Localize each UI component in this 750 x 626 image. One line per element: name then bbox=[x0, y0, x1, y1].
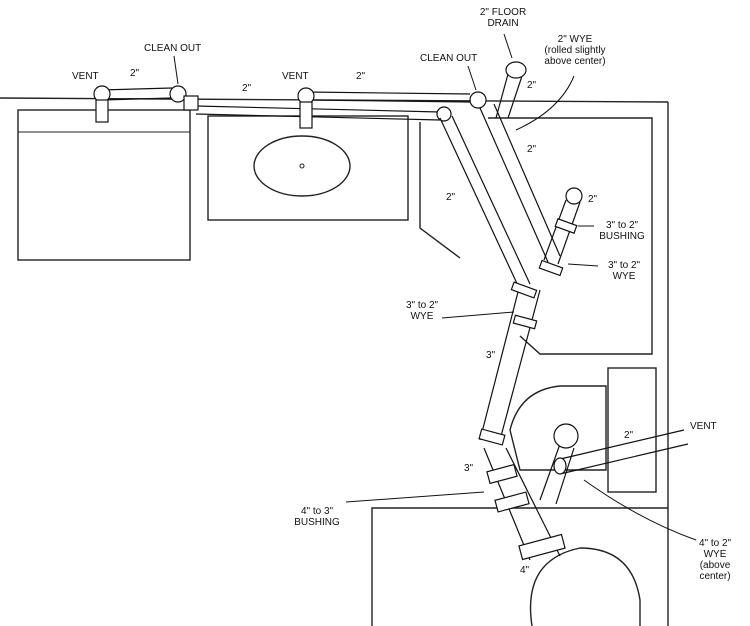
vent-left-label: VENT bbox=[72, 71, 99, 82]
wye-4-2-label: 4" to 2" WYE (above center) bbox=[688, 538, 742, 582]
wye-3-2-right-label: 3" to 2" WYE bbox=[600, 260, 648, 282]
annotation-arrows bbox=[173, 33, 697, 541]
floor-drain-label-line2: DRAIN bbox=[487, 18, 519, 29]
size-top-left-label: 2" bbox=[130, 68, 140, 79]
wye-rolled-label: 2" WYE (rolled slightly above center) bbox=[534, 34, 616, 67]
floor-drain-label-line1: 2" FLOOR bbox=[479, 7, 527, 18]
wye-rolled-label-line2: (rolled slightly bbox=[544, 45, 606, 56]
size-vent-right-label: 2" bbox=[624, 430, 634, 441]
main-drain-stack bbox=[439, 61, 689, 561]
size-branch-top-label: 2" bbox=[588, 194, 598, 205]
sink-bowl bbox=[253, 135, 351, 197]
size-3-upper-label: 3" bbox=[486, 350, 496, 361]
top-pipe-run bbox=[93, 85, 487, 129]
size-diag-left-label: 2" bbox=[446, 192, 456, 203]
wye-rolled-label-line1: 2" WYE bbox=[557, 34, 593, 45]
wye-4-2-label-line4: center) bbox=[699, 571, 731, 582]
wye-3-2-left-label: 3" to 2" WYE bbox=[398, 300, 446, 322]
bushing-3-2-label: 3" to 2" BUSHING bbox=[594, 220, 650, 242]
size-mid-left-label: 2" bbox=[242, 83, 252, 94]
floor-drain-label: 2" FLOOR DRAIN bbox=[470, 7, 536, 29]
wye-4-2-label-line1: 4" to 2" bbox=[698, 538, 732, 549]
size-3-lower-label: 3" bbox=[464, 463, 474, 474]
size-drain-right-label: 2" bbox=[527, 80, 537, 91]
vent-right-label: VENT bbox=[690, 421, 717, 432]
wye-4-2-label-line2: WYE bbox=[703, 549, 727, 560]
size-wye-right-label: 2" bbox=[527, 144, 537, 155]
wye-rolled-label-line3: above center) bbox=[544, 56, 606, 67]
wye-4-2-label-line3: (above bbox=[699, 560, 731, 571]
wye-3-2-right-label-line2: WYE bbox=[612, 271, 636, 282]
bushing-4-3-label-line1: 4" to 3" bbox=[300, 506, 334, 517]
bushing-3-2-label-line1: 3" to 2" bbox=[605, 220, 639, 231]
floor-plan-walls bbox=[0, 97, 669, 626]
wye-3-2-left-label-line2: WYE bbox=[410, 311, 434, 322]
vent-center-label: VENT bbox=[282, 71, 309, 82]
clean-out-left-label: CLEAN OUT bbox=[144, 43, 202, 54]
bushing-3-2-label-line2: BUSHING bbox=[599, 231, 645, 242]
wye-3-2-left-label-line1: 3" to 2" bbox=[405, 300, 439, 311]
wye-3-2-right-label-line1: 3" to 2" bbox=[607, 260, 641, 271]
clean-out-right-label: CLEAN OUT bbox=[420, 53, 478, 64]
bushing-4-3-label-line2: BUSHING bbox=[294, 517, 340, 528]
bushing-4-3-label: 4" to 3" BUSHING bbox=[286, 506, 348, 528]
size-top-center-label: 2" bbox=[356, 71, 366, 82]
size-4-label: 4" bbox=[520, 565, 530, 576]
